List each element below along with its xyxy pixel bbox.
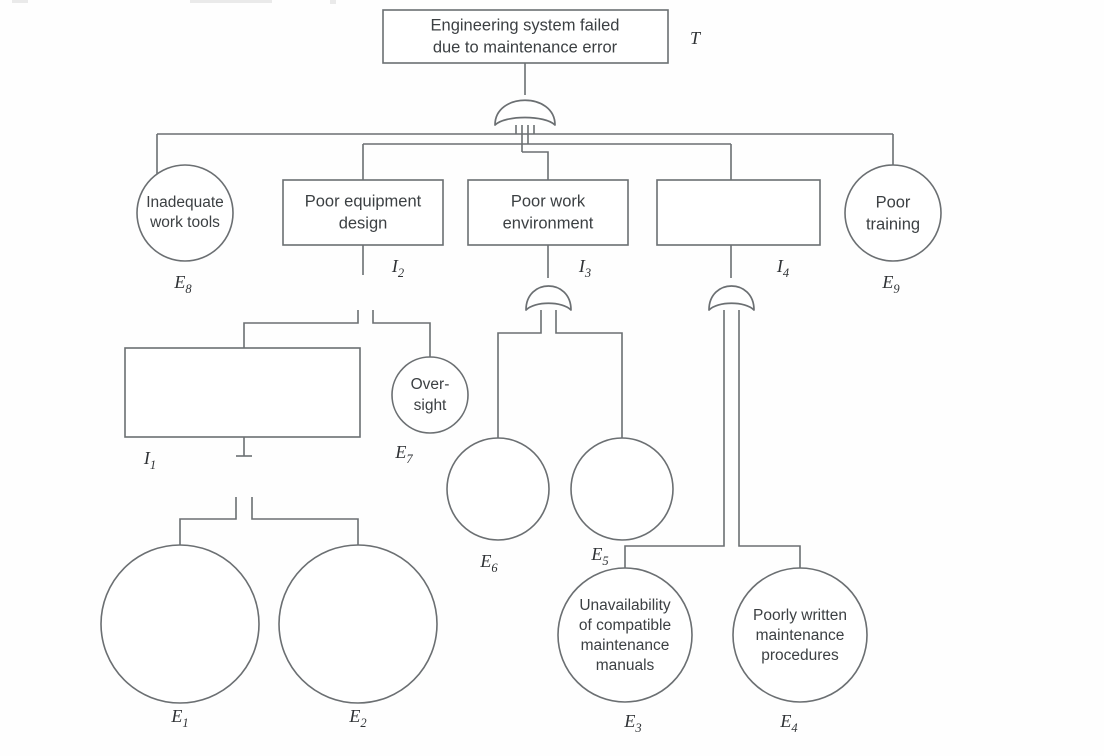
top-event-tag: T	[690, 28, 702, 48]
top-event-box[interactable]	[382, 9, 669, 64]
edge-i3-leg-left	[497, 310, 542, 438]
e7-label-line1: Over-	[411, 376, 450, 393]
scan-artifact-mid	[190, 0, 272, 3]
edge-i1-branch-left	[179, 497, 237, 545]
e9-circle[interactable]	[844, 164, 942, 262]
e8-circle[interactable]	[136, 164, 234, 262]
e4-circle[interactable]	[732, 567, 868, 703]
node-e2[interactable]: E2	[278, 544, 438, 730]
i3-label-line2: environment	[503, 214, 594, 232]
node-e9[interactable]: Poor training E9	[844, 164, 942, 296]
i2-tag: I2	[391, 256, 404, 280]
e1-tag: E1	[170, 706, 188, 730]
edge-i1-branch-right	[251, 497, 359, 545]
e9-label-line1: Poor	[876, 193, 911, 211]
e7-tag: E7	[394, 442, 413, 466]
e4-tag: E4	[779, 711, 797, 735]
e3-label-line2: of compatible	[579, 617, 671, 634]
gate-i4-or[interactable]	[708, 285, 755, 311]
i2-label-line1: Poor equipment	[305, 192, 422, 210]
i3-label-line1: Poor work	[511, 192, 586, 210]
e5-circle[interactable]	[570, 437, 674, 541]
node-e7[interactable]: Over- sight E7	[391, 356, 469, 466]
node-e5[interactable]: E5	[570, 437, 674, 568]
node-i2[interactable]: Poor equipment design I2	[282, 179, 444, 280]
e3-tag: E3	[623, 711, 641, 735]
e7-label-line2: sight	[414, 397, 447, 414]
or-gate-i4-body[interactable]	[708, 285, 755, 311]
e8-label-line2: work tools	[149, 214, 220, 231]
node-e3[interactable]: Unavailability of compatible maintenance…	[557, 567, 693, 735]
edge-group	[156, 63, 894, 568]
node-top-event[interactable]: Engineering system failed due to mainten…	[382, 9, 702, 64]
top-event-label-line1: Engineering system failed	[431, 16, 620, 34]
e4-label-line2: maintenance	[756, 627, 845, 644]
gate-top-or[interactable]	[494, 99, 556, 126]
node-i3[interactable]: Poor work environment I3	[467, 179, 629, 280]
scan-artifact-left	[12, 0, 28, 3]
scan-artifact-right	[330, 0, 336, 4]
e4-label-line1: Poorly written	[753, 607, 847, 624]
gate-i3-or[interactable]	[525, 285, 572, 311]
node-e4[interactable]: Poorly written maintenance procedures E4	[732, 567, 868, 735]
e6-circle[interactable]	[446, 437, 550, 541]
i4-tag: I4	[776, 256, 789, 280]
e3-label-line3: maintenance	[581, 637, 670, 654]
node-e1[interactable]: E1	[100, 544, 260, 730]
i3-box[interactable]	[467, 179, 629, 246]
e2-tag: E2	[348, 706, 366, 730]
e4-label-line3: procedures	[761, 647, 839, 664]
edge-i2-branch-left	[243, 310, 359, 348]
i2-label-line2: design	[339, 214, 388, 232]
e3-label-line4: manuals	[596, 657, 655, 674]
i1-tag: I1	[143, 448, 156, 472]
edge-bus-to-i3	[522, 151, 549, 180]
i1-box[interactable]	[124, 347, 361, 438]
e6-tag: E6	[479, 551, 498, 575]
node-i4[interactable]: I4	[656, 179, 821, 280]
edge-i4-leg-left	[624, 310, 725, 568]
i2-box[interactable]	[282, 179, 444, 246]
e9-tag: E9	[881, 272, 900, 296]
node-i1[interactable]: I1	[124, 347, 361, 472]
edge-i3-leg-right	[555, 310, 623, 438]
e3-label-line1: Unavailability	[579, 597, 671, 614]
edge-i2-branch-right	[372, 310, 431, 357]
e8-label-line1: Inadequate	[146, 194, 224, 211]
e2-circle[interactable]	[278, 544, 438, 704]
e1-circle[interactable]	[100, 544, 260, 704]
i3-tag: I3	[578, 256, 591, 280]
e7-circle[interactable]	[391, 356, 469, 434]
or-gate-i3-body[interactable]	[525, 285, 572, 311]
e8-tag: E8	[173, 272, 192, 296]
e3-circle[interactable]	[557, 567, 693, 703]
node-e6[interactable]: E6	[446, 437, 550, 575]
edge-i4-leg-right	[738, 310, 801, 568]
i4-box[interactable]	[656, 179, 821, 246]
or-gate-top-body[interactable]	[494, 99, 556, 126]
e5-tag: E5	[590, 544, 608, 568]
top-event-label-line2: due to maintenance error	[433, 38, 618, 56]
e9-label-line2: training	[866, 215, 920, 233]
node-e8[interactable]: Inadequate work tools E8	[136, 164, 234, 296]
